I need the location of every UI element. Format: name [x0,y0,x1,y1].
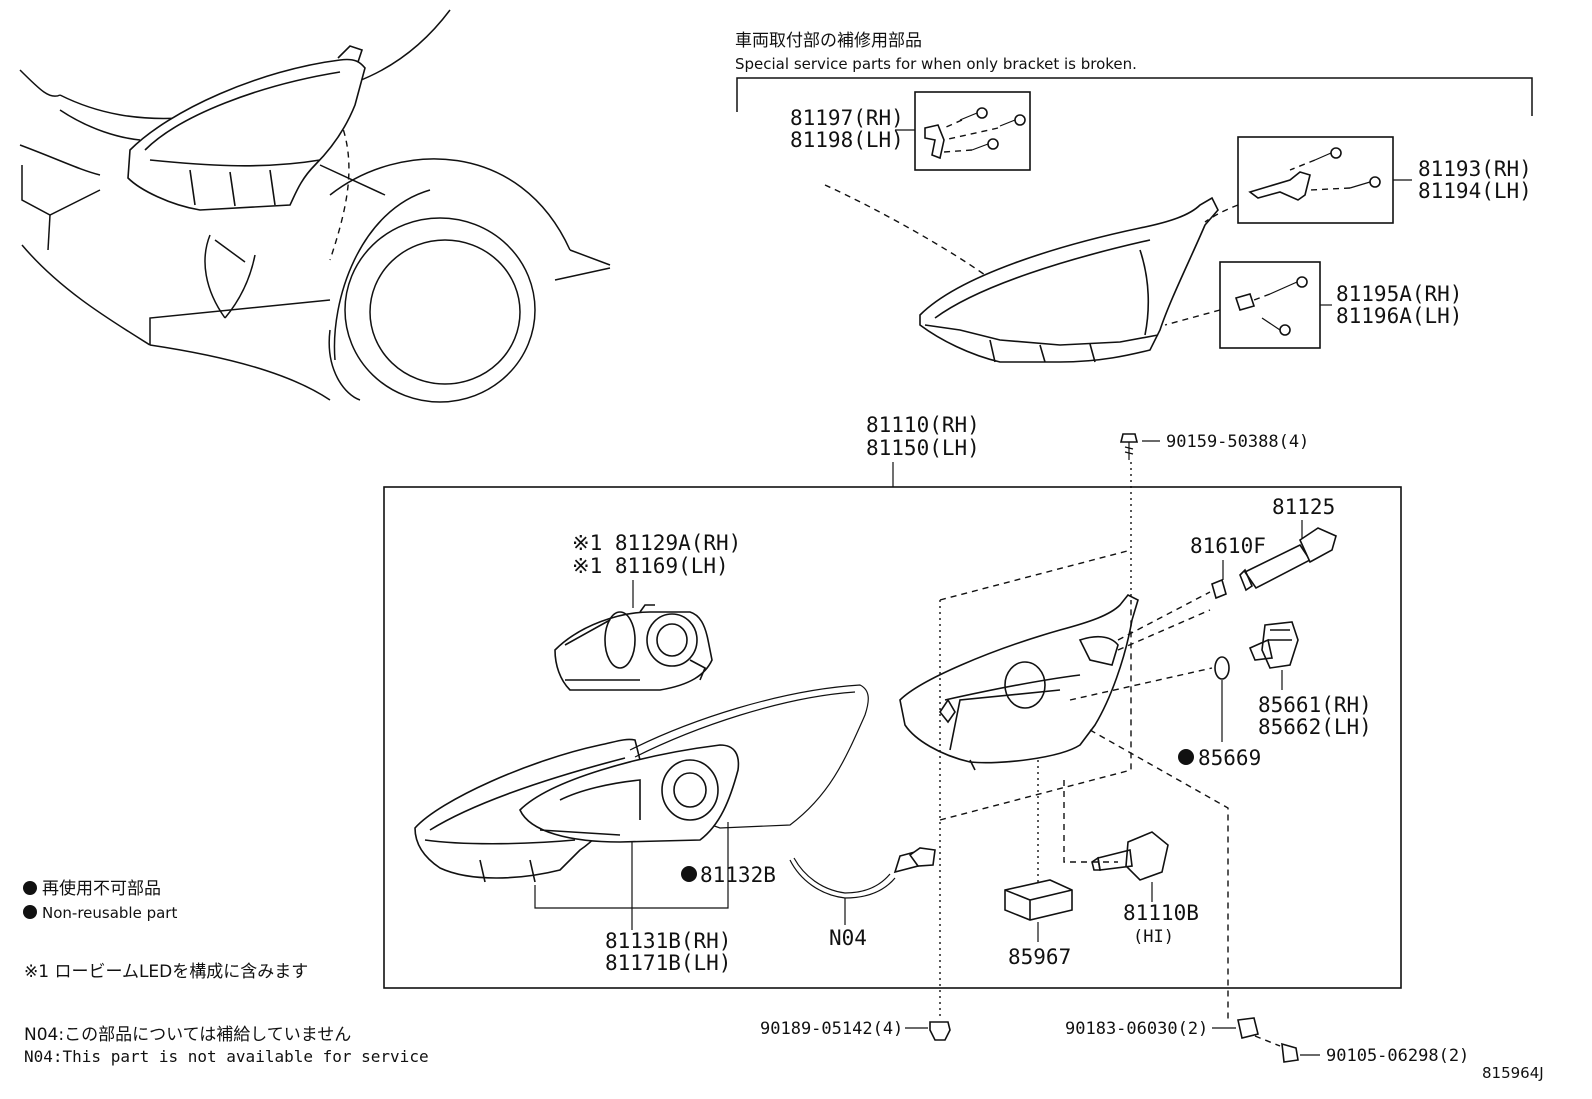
fasteners: 90189-05142(4) 90183-06030(2) 90105-0629… [760,1017,1469,1066]
label-85967: 85967 [1008,945,1071,969]
nut-90183-icon [1237,1017,1259,1039]
label-81110: 81110(RH) [866,413,980,437]
label-85669: 85669 [1198,746,1261,770]
hi-bulb-icon [1091,831,1169,881]
low-beam-module-icon [554,604,713,691]
bulb-cap-icon [1211,578,1227,600]
label-90183: 90183-06030(2) [1065,1019,1208,1039]
socket-85661-icon [1248,621,1299,669]
label-85662: 85662(LH) [1258,715,1372,739]
label-81194: 81194(LH) [1418,179,1532,203]
o-ring-icon [1214,656,1230,680]
label-81197: 81197(RH) [790,106,904,130]
bracket-box-81195a [1219,261,1321,349]
label-90159: 90159-50388(4) [1166,432,1309,452]
legend-dot-jp [23,881,37,895]
label-85661: 85661(RH) [1258,693,1372,717]
note-n04-en: N04:This part is not available for servi… [24,1047,429,1066]
clip-90189-icon [929,1021,951,1041]
label-81110b-hi: (HI) [1133,927,1174,947]
label-81125: 81125 [1272,495,1335,519]
label-81110b: 81110B [1123,901,1199,925]
label-81171b: 81171B(LH) [605,951,731,975]
label-81132b: 81132B [700,863,776,887]
non-reusable-marker-85669 [1178,749,1194,765]
service-parts-title-jp: 車両取付部の補修用部品 [735,31,922,51]
non-reusable-marker-81132b [681,866,697,882]
label-90105: 90105-06298(2) [1326,1046,1469,1066]
service-parts-title-en: Special service parts for when only brac… [735,55,1137,73]
service-parts-section: 車両取付部の補修用部品 Special service parts for wh… [735,31,1533,363]
control-module-icon [1004,879,1073,921]
legend-nonreusable-en: Non-reusable part [42,904,177,922]
legend-nonreusable-jp: 再使用不可部品 [42,878,161,899]
bolt-90105-icon [1281,1042,1299,1063]
label-81198: 81198(LH) [790,128,904,152]
label-81131b: 81131B(RH) [605,929,731,953]
note-n04-jp: N04:この部品については補給していません [24,1025,351,1045]
assembly-frame [383,486,1402,989]
legend-dot-en [23,905,37,919]
label-81196a: 81196A(LH) [1336,304,1462,328]
label-81169: ※1 81169(LH) [572,554,729,578]
vehicle-illustration [19,9,611,403]
main-assembly: 81110(RH) 81150(LH) 90159-50388(4) ※1 81… [383,413,1402,1020]
label-81193: 81193(RH) [1418,157,1532,181]
label-81129a: ※1 81129A(RH) [572,531,741,555]
reflector-housing-icon [519,744,740,843]
note-1: ※1 ロービームLEDを構成に含みます [24,962,308,982]
label-81195a: 81195A(RH) [1336,282,1462,306]
label-81150: 81150(LH) [866,436,980,460]
label-n04: N04 [829,926,867,950]
rear-housing-icon [899,593,1139,771]
led-bulb-81125-icon [1239,527,1337,592]
legend: 再使用不可部品 Non-reusable part ※1 ロービームLEDを構成… [23,878,1544,1082]
label-90189: 90189-05142(4) [760,1019,903,1039]
screw-90159-icon [1119,433,1139,460]
wire-harness-icon [789,847,936,899]
label-81610f: 81610F [1190,534,1266,558]
diagram-id: 815964J [1482,1064,1544,1082]
bracket-box-81197 [914,91,1031,171]
